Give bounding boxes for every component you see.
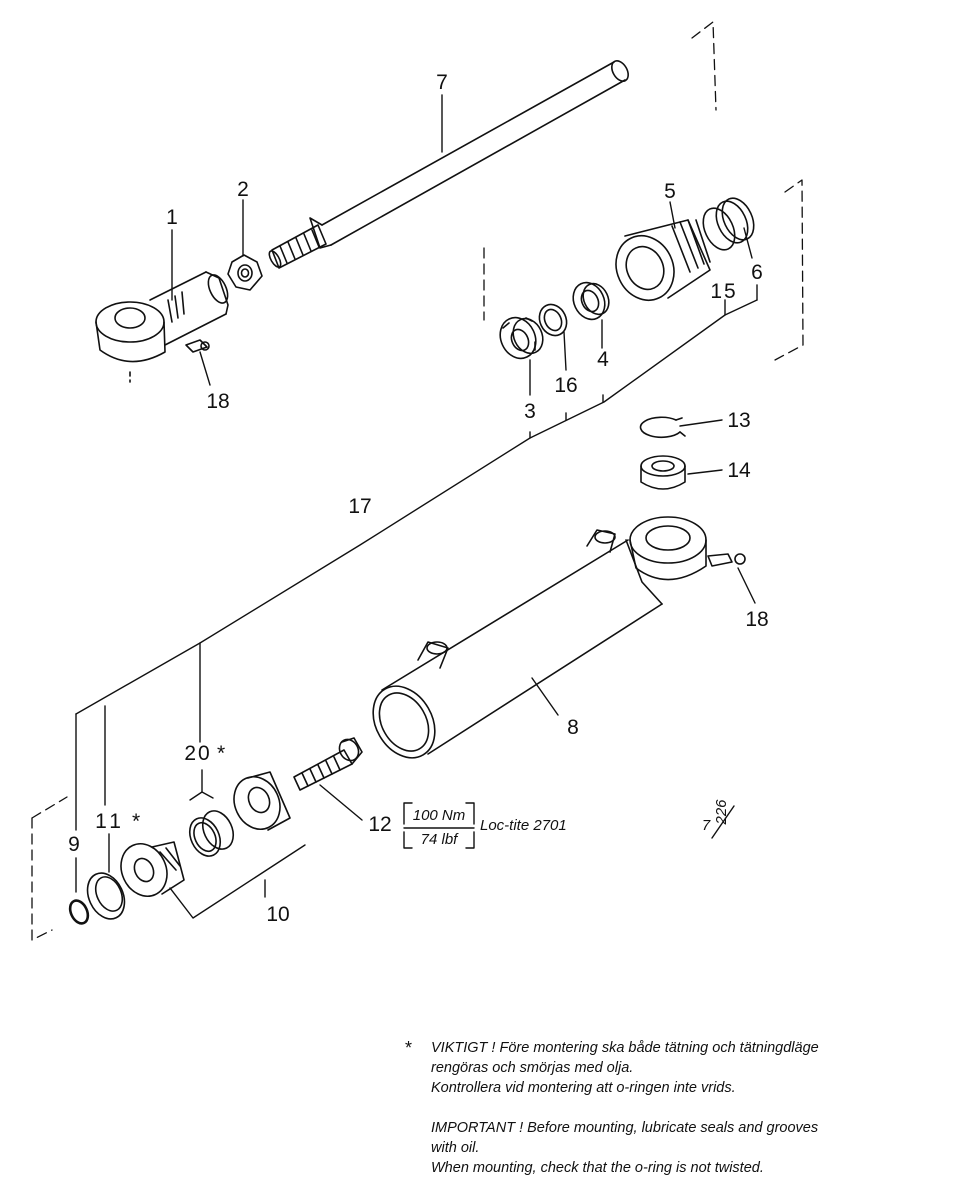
leader-lines bbox=[75, 94, 758, 919]
label-part-4: 4 bbox=[597, 348, 609, 371]
label-part-20: 20 bbox=[184, 742, 211, 765]
bushing-part-14 bbox=[640, 455, 686, 490]
torque-nm: 100 Nm bbox=[413, 807, 466, 824]
piston-rod-part-7 bbox=[268, 60, 629, 269]
label-part-11: 11 bbox=[95, 810, 125, 833]
label-part-9: 9 bbox=[68, 833, 80, 856]
note-spacer bbox=[431, 1098, 945, 1118]
label-part-12: 12 bbox=[368, 813, 391, 836]
label-part-3: 3 bbox=[524, 400, 536, 423]
guide-nut-part-3 bbox=[499, 316, 544, 360]
torque-lbf: 74 lbf bbox=[421, 831, 460, 848]
note-sv-line-3: Kontrollera vid montering att o-ringen i… bbox=[431, 1080, 736, 1096]
label-part-5: 5 bbox=[664, 180, 676, 203]
note-star: * bbox=[405, 1038, 413, 1058]
cylinder-tube-part-8 bbox=[372, 516, 707, 759]
note-sv-line-1: VIKTIGT ! Före montering ska både tätnin… bbox=[431, 1040, 819, 1056]
oring-part-15 bbox=[702, 207, 736, 251]
label-part-18-upper: 18 bbox=[206, 390, 229, 413]
bolt-part-12 bbox=[293, 737, 363, 791]
figure-ref-bottom: 226 bbox=[713, 799, 730, 826]
backup-ring-part-6 bbox=[715, 197, 755, 244]
label-part-17: 17 bbox=[348, 495, 371, 518]
label-part-6: 6 bbox=[751, 261, 763, 284]
grease-nipple-part-18-upper bbox=[185, 339, 210, 353]
label-part-1: 1 bbox=[166, 206, 178, 229]
wiper-part-4 bbox=[572, 281, 610, 321]
label-part-13: 13 bbox=[727, 409, 750, 432]
group-bracket-piston-rod bbox=[691, 21, 717, 111]
adhesive-spec: Loc-tite 2701 bbox=[480, 817, 567, 834]
note-en-line-2: with oil. bbox=[431, 1140, 480, 1156]
circlip-part-13 bbox=[639, 416, 686, 439]
seal-ring-part-16 bbox=[538, 303, 568, 337]
torque-spec-box bbox=[403, 802, 475, 849]
backup-ring-part-11 bbox=[86, 872, 126, 920]
note-sv-line-2: rengöras och smörjas med olja. bbox=[431, 1060, 634, 1076]
assembly-note: * VIKTIGT ! Före montering ska både tätn… bbox=[405, 1038, 945, 1178]
part-labels: 1 2 3 4 5 6 7 8 9 10 11 * 12 13 14 15 16… bbox=[68, 71, 769, 926]
label-part-11-star: * bbox=[132, 810, 140, 833]
figure-ref-top: 7 bbox=[702, 817, 711, 834]
label-part-14: 14 bbox=[727, 459, 751, 482]
label-part-2: 2 bbox=[237, 178, 249, 201]
label-part-16: 16 bbox=[554, 374, 577, 397]
label-part-10: 10 bbox=[266, 903, 289, 926]
label-part-20-star: * bbox=[217, 742, 225, 765]
rod-eye-part-1 bbox=[95, 271, 229, 383]
oring-part-9 bbox=[68, 899, 90, 925]
nut-part-2 bbox=[227, 254, 263, 291]
label-part-15: 15 bbox=[710, 280, 737, 303]
group-bracket-guide-lower bbox=[31, 796, 68, 941]
piston-part-10 bbox=[120, 771, 291, 897]
grease-nipple-part-18-lower bbox=[707, 553, 746, 567]
group-bracket-guide-upper bbox=[483, 179, 804, 361]
note-body: VIKTIGT ! Före montering ska både tätnin… bbox=[431, 1038, 945, 1178]
note-en-line-3: When mounting, check that the o-ring is … bbox=[431, 1160, 764, 1176]
label-part-7: 7 bbox=[436, 71, 448, 94]
piston-seal-part-20 bbox=[188, 810, 235, 857]
note-en-line-1: IMPORTANT ! Before mounting, lubricate s… bbox=[431, 1120, 819, 1136]
label-part-8: 8 bbox=[567, 716, 579, 739]
label-part-18-lower: 18 bbox=[745, 608, 768, 631]
guide-part-5 bbox=[615, 219, 711, 301]
